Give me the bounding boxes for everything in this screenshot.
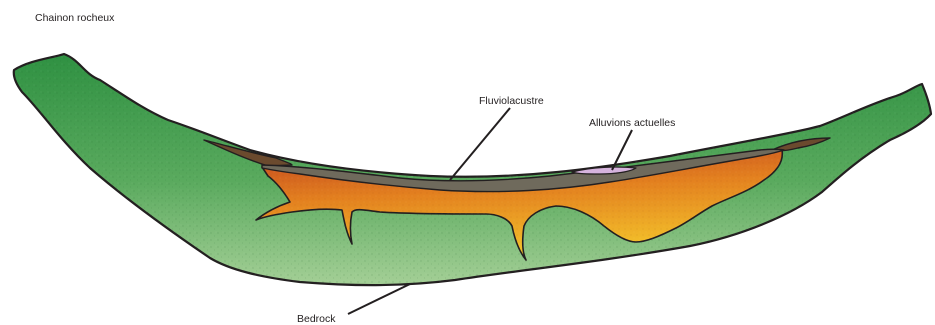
fluviolacustre-label: Fluviolacustre [479,96,544,107]
title-label: Chainon rocheux [35,13,114,24]
bedrock-leader-line [348,284,410,314]
bedrock-texture [14,54,931,285]
alluvions-label: Alluvions actuelles [589,118,675,129]
fluviolacustre-leader-line [450,108,510,180]
